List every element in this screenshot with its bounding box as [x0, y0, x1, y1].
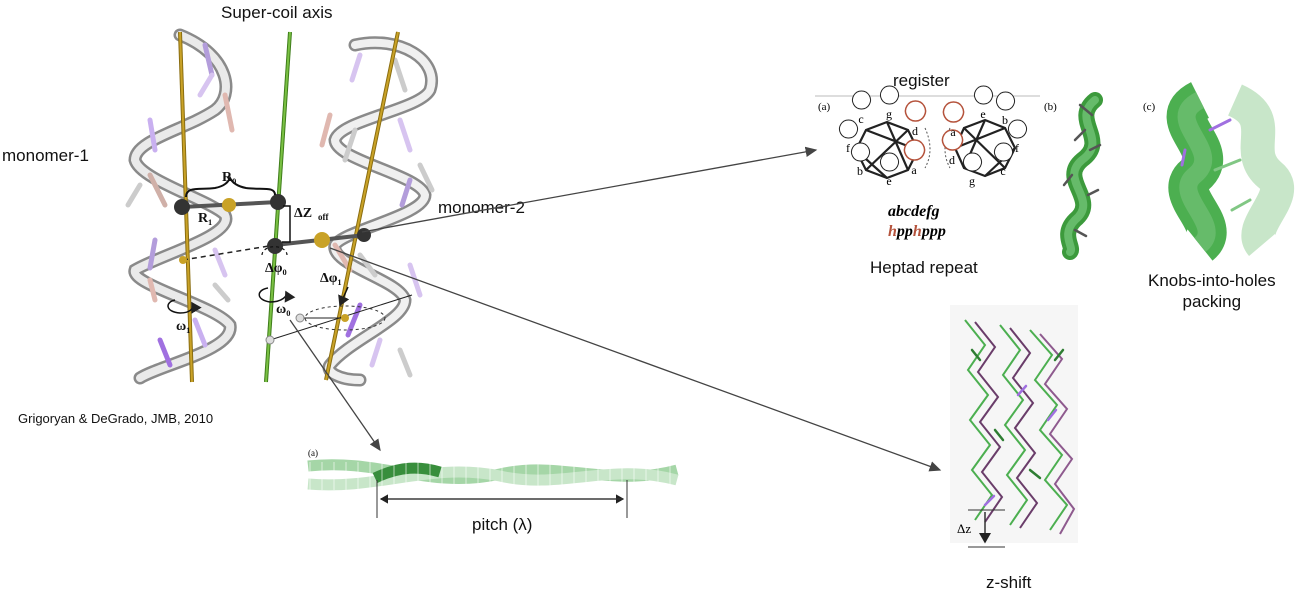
geometry-markers: [167, 175, 413, 345]
residue-a: a: [942, 101, 965, 139]
param-omega0: ω₀: [276, 302, 290, 317]
knobs-into-holes-label: Knobs-into-holes packing: [1148, 271, 1276, 311]
svg-text:a: a: [950, 125, 956, 139]
z-shift-panel: Δz: [950, 305, 1078, 548]
panel-c-tag: (c): [1143, 101, 1156, 113]
residue-e: e: [974, 85, 993, 121]
param-r0: R₀: [222, 170, 236, 185]
left-wheel-residues: g d a e b f c: [839, 85, 927, 188]
residue-g: g: [963, 152, 982, 188]
svg-text:e: e: [886, 174, 891, 188]
heptad-repeat-label: Heptad repeat: [870, 258, 978, 277]
svg-text:f: f: [846, 141, 850, 155]
residue-b: b: [996, 91, 1015, 127]
svg-text:b: b: [857, 164, 863, 178]
svg-text:e: e: [980, 107, 985, 121]
residue-f: f: [1008, 119, 1027, 155]
svg-text:g: g: [886, 107, 892, 121]
residue-f: f: [839, 119, 858, 155]
param-dzoff-sub: off: [318, 212, 329, 222]
residue-a: a: [903, 139, 926, 177]
param-omega1: ω₁: [176, 319, 190, 334]
param-dzoff: ΔZ: [294, 206, 312, 221]
register-label: register: [893, 71, 950, 90]
svg-text:f: f: [1015, 141, 1019, 155]
param-r1: R₁: [198, 211, 212, 226]
param-dphi1: Δφ₁: [320, 271, 342, 286]
heptad-sequence: abcdefg: [888, 203, 940, 220]
z-shift-label: z-shift: [986, 573, 1032, 592]
citation-text: Grigoryan & DeGrado, JMB, 2010: [18, 411, 214, 426]
monomer-2-helix: [322, 36, 438, 387]
helical-wheel-panel: (a) g d a e b f c e b f: [815, 85, 1040, 240]
monomer-1-label: monomer-1: [2, 146, 89, 165]
residue-d: d: [941, 129, 964, 167]
single-helix-panel: (b): [1044, 92, 1103, 260]
supercoil-axis-label: Super-coil axis: [221, 3, 333, 22]
pitch-label: pitch (λ): [472, 515, 533, 534]
knobs-into-holes-panel: (c): [1143, 82, 1295, 261]
residue-b: b: [851, 142, 870, 178]
connector-arrows: [289, 146, 942, 472]
svg-text:d: d: [949, 153, 955, 167]
svg-text:g: g: [969, 174, 975, 188]
monomer-2-axis: [324, 31, 400, 381]
heptad-pattern: hpphppp: [888, 223, 946, 240]
pitch-panel-tag: (a): [308, 448, 318, 458]
svg-text:a: a: [911, 163, 917, 177]
panel-a-tag: (a): [818, 101, 831, 113]
param-dphi0: Δφ₀: [265, 261, 287, 276]
monomer-2-label: monomer-2: [438, 198, 525, 217]
residue-c: c: [994, 142, 1013, 178]
panel-b-tag: (b): [1044, 101, 1057, 113]
side-chains: [125, 42, 435, 378]
svg-text:c: c: [858, 112, 863, 126]
delta-z-label: Δz: [957, 521, 971, 536]
svg-text:b: b: [1002, 113, 1008, 127]
pitch-panel: (a): [307, 448, 679, 518]
monomer-1-helix: [128, 28, 237, 385]
residue-d: d: [904, 100, 927, 138]
residue-g: g: [880, 85, 899, 121]
svg-text:d: d: [912, 124, 918, 138]
svg-text:c: c: [1000, 164, 1005, 178]
residue-e: e: [880, 152, 899, 188]
residue-c: c: [852, 90, 871, 126]
parameter-labels: R₀ R₁ ΔZ off Δφ₀ Δφ₁ ω₀ ω₁: [176, 170, 342, 334]
right-wheel-residues: e b f c g d a: [941, 85, 1027, 188]
